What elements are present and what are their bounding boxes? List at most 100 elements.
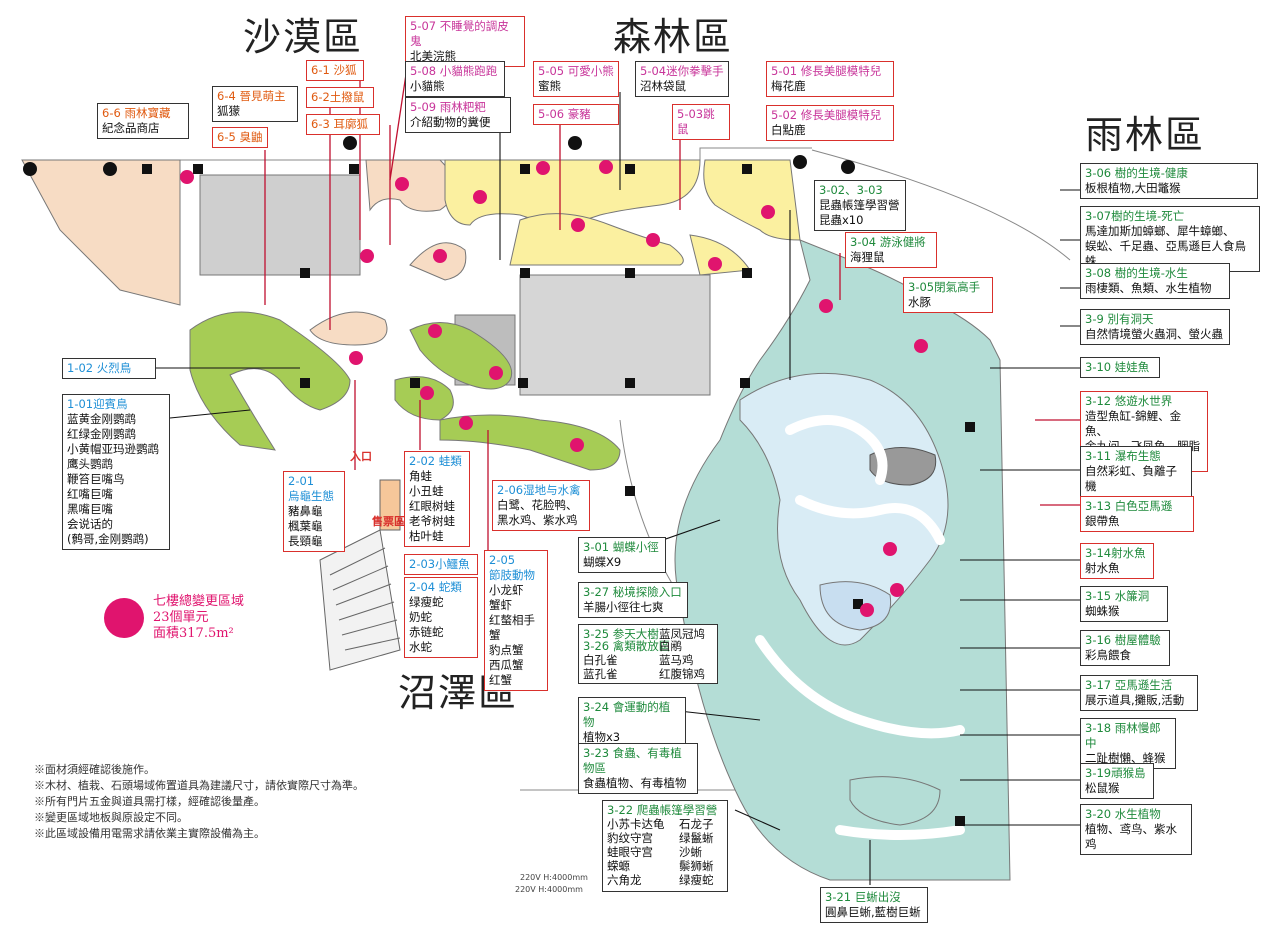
label-code: 3-9 別有洞天: [1085, 312, 1154, 326]
legend: 七樓總變更區域 23個單元 面積317.5m²: [153, 594, 244, 642]
label-3-22: 3-22 爬蟲帳篷學習營 小苏卡达龟 豹纹守宫 蛙眼守宫 蝾螈 六角龙 石龙子 …: [602, 800, 728, 892]
label-3-15: 3-15 水簾洞 蜘蛛猴: [1080, 586, 1168, 622]
entrance-label: 入口: [350, 450, 372, 463]
zone-title-rainforest: 雨林區: [1085, 113, 1206, 157]
label-3-04: 3-04 游泳健將 海狸鼠: [845, 232, 937, 268]
list-item: 小丑蛙: [409, 484, 444, 498]
label-3-20: 3-20 水生植物 植物、鸢鸟、紫水鸡: [1080, 804, 1192, 855]
label-code: 5-05 可愛小熊: [538, 64, 614, 78]
list-item: 蝾螈: [607, 859, 630, 873]
legend-line: 面積317.5m²: [153, 626, 234, 641]
ticket-label: 售票區: [372, 515, 405, 528]
label-3-11: 3-11 瀑布生態 自然彩虹、負離子機: [1080, 446, 1192, 497]
label-6-4: 6-4 晉見萌主 狐獴: [212, 86, 298, 122]
label-code: 3-19頑猴島: [1085, 766, 1146, 780]
label-5-04: 5-04迷你拳擊手 沼林袋鼠: [635, 61, 729, 97]
label-3-16: 3-16 樹屋體驗 彩鳥餵食: [1080, 630, 1170, 666]
list-item: 沙蜥: [679, 845, 702, 859]
label-code: 6-3 耳廓狐: [311, 117, 368, 131]
list-item: 红腹锦鸡: [659, 667, 705, 681]
list-item: 楓葉龜: [288, 519, 323, 533]
list-item: 白鹇: [659, 639, 682, 653]
notes: ※面材須經確認後施作。 ※木材、植栽、石頭場域佈置道具為建議尺寸，請依實際尺寸為…: [34, 762, 364, 842]
label-code: 5-03跳鼠: [677, 107, 715, 136]
walkways: [755, 415, 965, 840]
label-code: 3-21 巨蜥出沒: [825, 890, 901, 904]
leader-lines: [264, 47, 1080, 555]
label-code: 5-09 雨林粑粑: [410, 100, 486, 114]
list-item: 蓝黄金刚鹦鹉: [67, 412, 136, 426]
label-name: 節肢動物: [489, 568, 535, 582]
label-1-01: 1-01迎賓鳥 蓝黄金刚鹦鹉 红绿金刚鹦鹉 小黄帽亚玛逊鹦鹉 鹰头鹦鹉 鞭笞巨嘴…: [62, 394, 170, 550]
list-item: 红嘴巨嘴: [67, 487, 113, 501]
label-code: 3-24 會運動的植物: [583, 700, 671, 729]
label-name: 海狸鼠: [850, 250, 885, 264]
label-code: 3-01 蝴蝶小徑: [583, 540, 659, 554]
label-code: 6-1 沙狐: [311, 63, 357, 77]
label-code: 3-27 秘境探險入口: [583, 585, 682, 599]
list-item: 豬鼻龜: [288, 504, 323, 518]
label-3-9: 3-9 別有洞天 自然情境螢火蟲洞、螢火蟲: [1080, 309, 1230, 345]
label-3-01: 3-01 蝴蝶小徑 蝴蝶X9: [578, 537, 666, 573]
label-3-27: 3-27 秘境探險入口 羊腸小徑往七爽: [578, 582, 688, 618]
label-name: 昆蟲帳篷學習營: [819, 198, 900, 212]
label-code: 3-04 游泳健將: [850, 235, 926, 249]
building-block: [199, 174, 361, 276]
legend-line: 23個單元: [153, 610, 209, 625]
label-code: 2-02 蛙類: [409, 454, 462, 468]
label-5-01: 5-01 修長美腿模特兒 梅花鹿: [766, 61, 894, 97]
list-item: 红蟹: [489, 673, 512, 687]
list-item: 奶蛇: [409, 610, 432, 624]
list-item: 蓝马鸡: [659, 653, 694, 667]
label-5-06: 5-06 豪豬: [533, 104, 619, 125]
label-name: 銀帶魚: [1085, 514, 1120, 528]
label-name: 狐獴: [217, 104, 240, 118]
list-item: 豹纹守宫: [607, 831, 653, 845]
list-item: 绿瘦蛇: [679, 873, 714, 887]
list-item: 蛙眼守宫: [607, 845, 653, 859]
label-name: 板根植物,大田鼈猴: [1085, 181, 1181, 195]
label-code: 3-17 亞馬遜生活: [1085, 678, 1173, 692]
label-1-02: 1-02 火烈鳥: [62, 358, 156, 379]
label-2-03: 2-03小鱷魚: [404, 554, 478, 575]
label-name: 介紹動物的糞便: [410, 115, 491, 129]
label-name: 射水魚: [1085, 561, 1120, 575]
list-item: 黑嘴巨嘴: [67, 502, 113, 516]
label-5-08: 5-08 小貓熊跑跑 小貓熊: [405, 61, 505, 97]
list-item: 红绿金刚鹦鹉: [67, 427, 136, 441]
label-code: 5-01 修長美腿模特兒: [771, 64, 882, 78]
label-6-6: 6-6 雨林寶藏 紀念品商店: [97, 103, 189, 139]
label-3-06: 3-06 樹的生境-健康 板根植物,大田鼈猴: [1080, 163, 1258, 199]
label-name: 烏龜生態: [288, 489, 334, 503]
label-3-21: 3-21 巨蜥出沒 圓鼻巨蜥,藍樹巨蜥: [820, 887, 928, 923]
label-name: 造型魚缸-錦鯉、金魚、: [1085, 409, 1182, 438]
list-item: 鞭笞巨嘴鸟: [67, 472, 125, 486]
label-6-5: 6-5 臭鼬: [212, 127, 268, 148]
label-3-25: 3-25 参天大樹 3-26 禽類散放區 白孔雀 蓝孔雀 蓝凤冠鸠 白鹇 蓝马鸡…: [578, 624, 718, 684]
label-name: 圓鼻巨蜥,藍樹巨蜥: [825, 905, 921, 919]
label-code: 3-13 白色亞馬遜: [1085, 499, 1173, 513]
label-code: 5-07 不睡覺的調皮鬼: [410, 19, 509, 48]
list-item: 鬃狮蜥: [679, 859, 714, 873]
label-code: 3-08 樹的生境-水生: [1085, 266, 1188, 280]
island-area: [849, 776, 941, 826]
label-code: 3-16 樹屋體驗: [1085, 633, 1161, 647]
note-line: ※所有門片五金與道具需打樣，經確認後量產。: [34, 795, 265, 808]
label-code: 2-05: [489, 553, 516, 567]
label-code: 5-06 豪豬: [538, 107, 591, 121]
label-code: 3-12 悠遊水世界: [1085, 394, 1173, 408]
label-code: 3-23 食蟲、有毒植物區: [583, 746, 682, 775]
list-item: 绿鬣蜥: [679, 831, 714, 845]
label-name2: 蜈蚣、千足蟲、亞馬遜巨人食鳥蛛: [1085, 239, 1246, 268]
label-3-08: 3-08 樹的生境-水生 雨棲類、魚類、水生植物: [1080, 263, 1230, 299]
label-code: 6-2土撥鼠: [311, 90, 365, 104]
label-2-02: 2-02 蛙類 角蛙 小丑蛙 红眼树蛙 老爷树蛙 枯叶蛙: [404, 451, 470, 547]
label-code: 2-06湿地与水禽: [497, 483, 581, 497]
note-line: ※面材須經確認後施作。: [34, 763, 155, 776]
label-code: 3-15 水簾洞: [1085, 589, 1150, 603]
label-name: 羊腸小徑往七爽: [583, 600, 664, 614]
forest-zone-area-4: [703, 159, 801, 241]
label-name: 二趾樹懶、蜂猴: [1085, 751, 1166, 765]
swamp-zone-area: [189, 311, 351, 451]
label-3-13: 3-13 白色亞馬遜 銀帶魚: [1080, 496, 1194, 532]
